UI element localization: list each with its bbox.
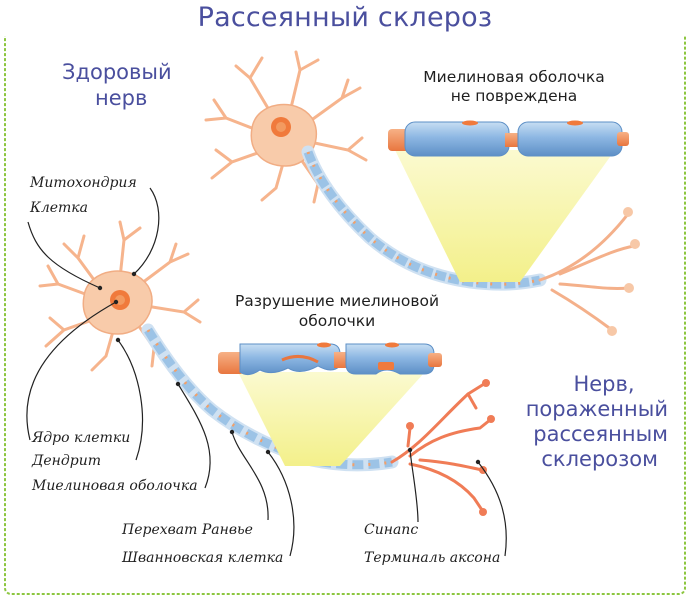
damaged-heading-4: склерозом <box>541 447 658 471</box>
damaged-heading-3: рассеянным <box>533 422 668 446</box>
damaged-caption-1: Разрушение миелиновой <box>234 292 440 310</box>
label-synapse: Синапс <box>364 522 419 538</box>
label-node-of-ranvier: Перехват Ранвье <box>122 522 253 538</box>
label-dendrite: Дендрит <box>32 453 102 469</box>
damaged-heading-2: пораженный <box>525 397 668 421</box>
label-myelin-sheath: Миелиновая оболочка <box>32 478 198 494</box>
healthy-myelin-zoom <box>388 120 629 282</box>
healthy-caption-1: Миелиновая оболочка <box>423 68 605 86</box>
healthy-caption-2: не повреждена <box>450 87 578 105</box>
damaged-caption-2: оболочки <box>298 312 376 330</box>
label-cell: Клетка <box>30 200 89 216</box>
label-nucleus: Ядро клетки <box>32 430 131 446</box>
label-axon-terminal: Терминаль аксона <box>364 550 501 566</box>
page-title: Рассеянный склероз <box>197 2 493 33</box>
leader-lines <box>26 187 507 557</box>
healthy-neuron <box>204 50 640 336</box>
healthy-heading-1: Здоровый <box>62 60 172 84</box>
damaged-heading-1: Нерв, <box>573 372 635 396</box>
healthy-heading-2: нерв <box>95 86 148 110</box>
label-mitochondria: Митохондрия <box>30 175 137 191</box>
damaged-myelin-zoom <box>218 342 442 466</box>
label-schwann-cell: Шванновская клетка <box>122 550 284 566</box>
